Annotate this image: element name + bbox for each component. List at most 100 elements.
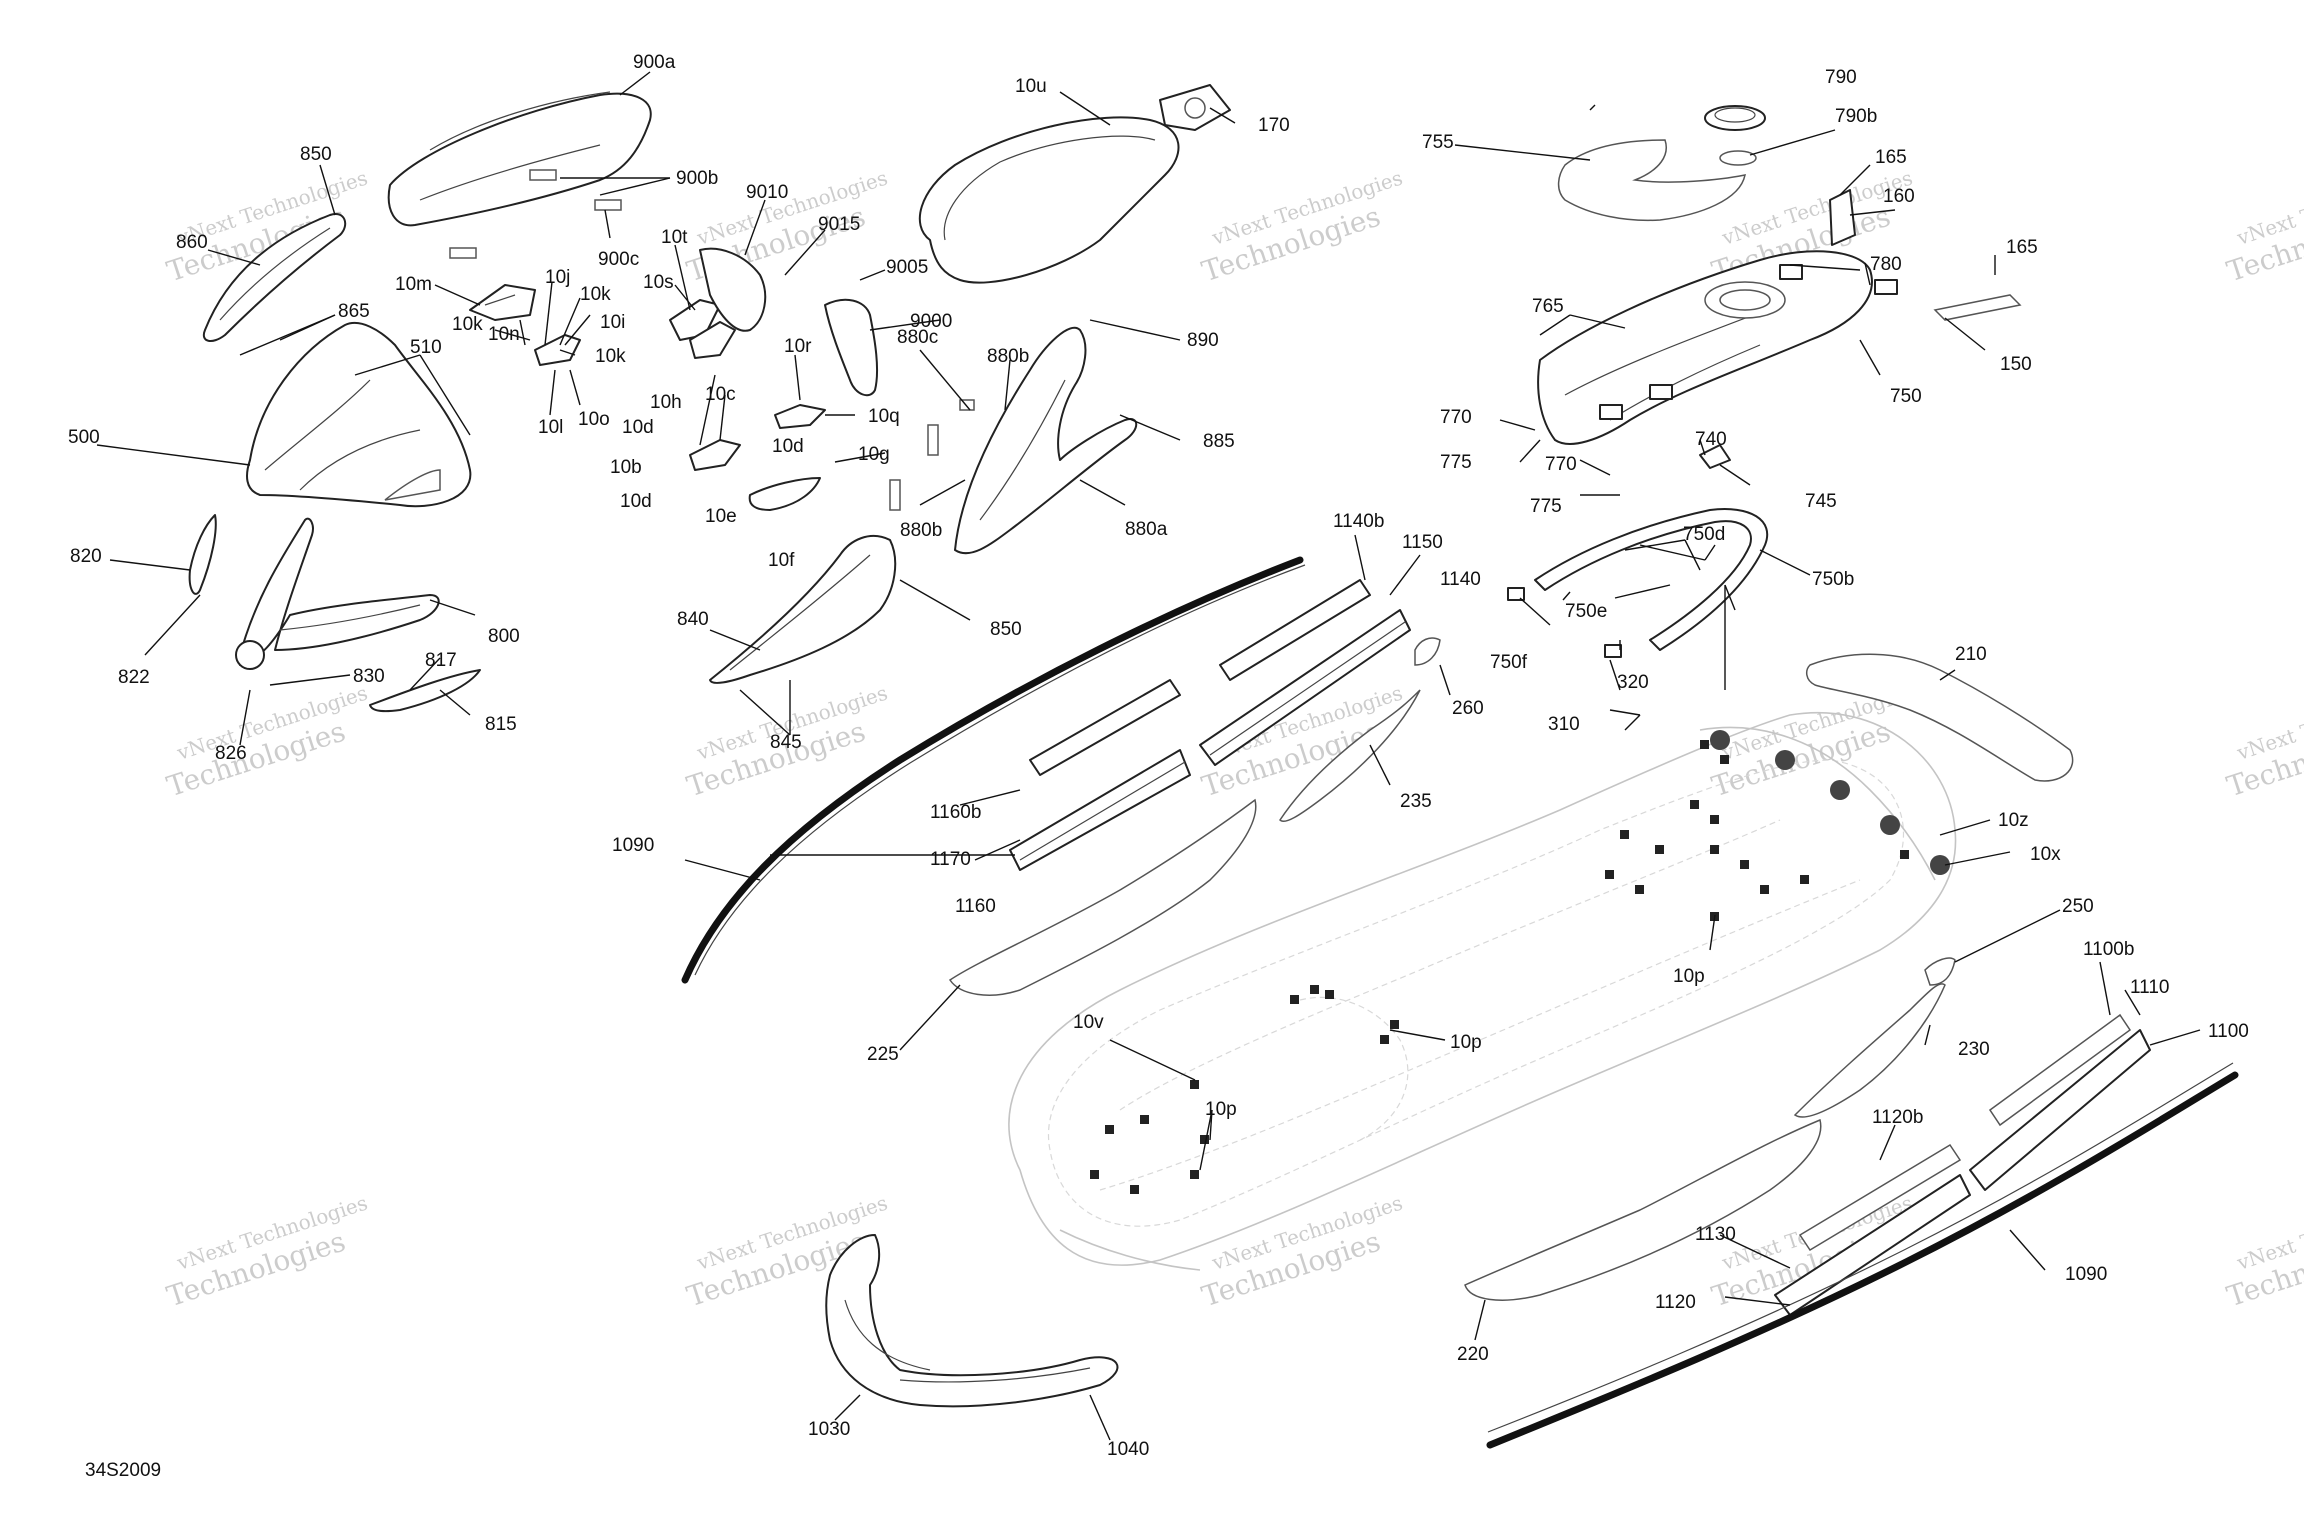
callout-1120: 1120 [1655,1292,1696,1313]
callout-840: 840 [677,609,709,630]
callout-labels: 900a 850 860 900b 900c 10m 10j 10n 10k 1… [68,52,2249,1460]
part-900a-storage-lid [387,91,652,259]
part-160-bracket [1829,189,1856,246]
callout-310: 310 [1548,714,1580,735]
callout-740: 740 [1695,429,1727,450]
callout-1140b: 1140b [1333,511,1384,532]
callout-9005: 9005 [886,257,928,278]
watermark: vNext Technologies Technologies [2223,681,2304,804]
callout-880c: 880c [897,327,938,348]
callout-10m: 10m [395,274,432,295]
callout-165: 165 [1875,147,1907,168]
part-800-front-bumper [235,517,440,670]
part-9000-bracket [824,298,879,397]
callout-225: 225 [867,1044,899,1065]
callout-10l: 10l [538,417,563,438]
callout-210: 210 [1955,644,1987,665]
callout-10p: 10p [1205,1099,1237,1120]
callout-880b: 880b [987,346,1029,367]
part-225-side-panel [948,798,1257,996]
part-250-cover [1924,957,1956,986]
callout-850: 850 [990,619,1022,640]
callout-755: 755 [1422,132,1454,153]
callout-790: 790 [1825,67,1857,88]
part-220-side-panel [1464,1118,1822,1301]
part-750f-clip [1507,587,1622,658]
part-10m-bracket [469,284,536,321]
callout-10n: 10n [488,324,520,345]
callout-1160: 1160 [955,896,996,917]
callout-10t: 10t [661,227,688,248]
part-10q-bracket [774,404,826,429]
callout-10v: 10v [1073,1012,1104,1033]
part-1030-front-nose [825,1234,1119,1408]
part-9010-bracket [699,247,767,332]
callout-830: 830 [353,666,385,687]
part-1090-rub-rail-upper [681,556,1306,984]
callout-790b: 790b [1835,106,1877,127]
callout-1030: 1030 [808,1419,850,1440]
part-1120-rail [1774,1174,1971,1316]
callout-150: 150 [2000,354,2032,375]
callout-900a: 900a [633,52,676,73]
callout-1160b: 1160b [930,802,981,823]
part-1100-rail [1969,1029,2151,1191]
callout-500: 500 [68,427,100,448]
callout-1100: 1100 [2208,1021,2249,1042]
part-880c-clip [889,399,975,511]
part-1140b-cover [1219,579,1371,681]
part-880a-side-panel [954,326,1138,555]
callout-826: 826 [215,743,247,764]
callout-10d: 10d [622,417,654,438]
watermark: vNext Technologies Technologies [163,1191,371,1314]
watermark: vNext Technologies Technologies [1198,166,1406,289]
callout-880a: 880a [1125,519,1168,540]
part-740-bracket [1699,444,1731,469]
part-260-cover [1414,637,1441,666]
callout-800: 800 [488,626,520,647]
callout-235: 235 [1400,791,1432,812]
watermark: vNext Technologies Technologies [163,681,371,804]
callout-10c: 10c [705,384,736,405]
callout-1120b: 1120b [1872,1107,1923,1128]
callout-9010: 9010 [746,182,788,203]
callout-850: 850 [300,144,332,165]
callout-770: 770 [1440,407,1472,428]
callout-10p: 10p [1450,1032,1482,1053]
callout-1150: 1150 [1402,532,1443,553]
callout-260: 260 [1452,698,1484,719]
callout-10k: 10k [580,284,611,305]
part-10f-bracket [748,477,821,511]
part-820-trim [188,514,217,595]
callout-220: 220 [1457,1344,1489,1365]
part-850-left-side-trim [202,213,347,342]
callout-10i: 10i [600,312,625,333]
callout-10z: 10z [1998,810,2029,831]
callout-1090: 1090 [2065,1264,2107,1285]
callout-750: 750 [1890,386,1922,407]
part-500-front-hood [246,322,472,508]
part-10d-bracket [689,439,741,471]
callout-780: 780 [1870,254,1902,275]
callout-10o: 10o [578,409,610,430]
callout-890: 890 [1187,330,1219,351]
watermark: vNext Technologies Technologies [1198,1191,1406,1314]
callout-10p: 10p [1673,966,1705,987]
callout-820: 820 [70,546,102,567]
part-210-rear-panel [1805,653,2074,782]
watermark: vNext Technologies Technologies [2223,166,2304,289]
callout-1090: 1090 [612,835,654,856]
callout-860: 860 [176,232,208,253]
callout-750d: 750d [1683,524,1725,545]
part-750b-rear-bumper-strip [1534,508,1768,651]
callout-775: 775 [1530,496,1562,517]
callout-775: 775 [1440,452,1472,473]
part-1160b-cover [1029,679,1181,776]
callout-765: 765 [1532,296,1564,317]
callout-10b: 10b [610,457,642,478]
part-750-rear-deck [1537,250,1898,445]
callout-10s: 10s [643,272,674,293]
callout-817: 817 [425,650,457,671]
part-230-side-panel [1793,983,1946,1118]
callout-10q: 10q [868,406,900,427]
